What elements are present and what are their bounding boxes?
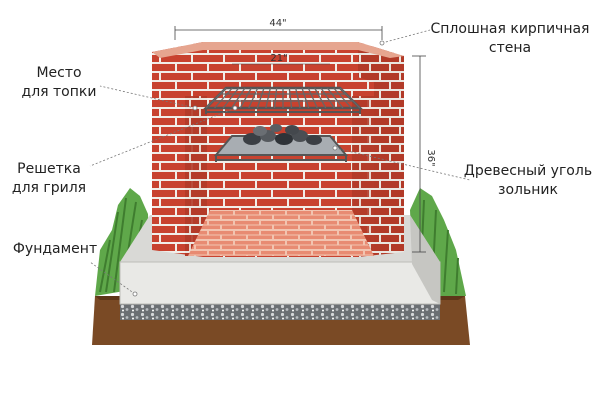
leader-charcoal [334, 147, 471, 181]
grate-bar [231, 87, 246, 109]
chamber-floor [188, 210, 374, 256]
width-dimension: 44" [174, 18, 383, 40]
grate-bar [273, 87, 278, 109]
grate-bar [295, 87, 301, 109]
brick-wall-label: Сплошная кирпичная стена [430, 21, 590, 56]
charcoal-pile [243, 124, 322, 145]
charcoal-label: Древесный уголь зольник [463, 163, 593, 198]
grate-bar [333, 87, 352, 109]
grate-bar [205, 87, 227, 109]
grate-bar [314, 87, 327, 109]
foundation-label: Фундамент [12, 241, 98, 257]
gravel-layer [120, 303, 440, 320]
grate-bar [214, 87, 233, 109]
grill-grate-label: Решетка для гриля [11, 161, 87, 196]
firebox-label: Место для топки [21, 65, 97, 100]
inner-width-label: 21" [270, 53, 287, 64]
charcoal-tray [213, 124, 349, 162]
height-dimension: 36" [412, 55, 436, 253]
grate-bar [301, 87, 310, 109]
grate-bar [265, 87, 271, 109]
grate-bar [248, 87, 259, 109]
grate-bar [307, 87, 318, 109]
grill-grate [202, 86, 364, 114]
grate-bar [339, 87, 361, 109]
grate-bar [326, 87, 344, 109]
foundation-front [119, 261, 441, 305]
leader-foundation [89, 261, 136, 295]
grate-bar [256, 87, 265, 109]
grate-bar [222, 87, 240, 109]
inner-width-dimension: 21" [232, 53, 330, 65]
foundation-side [410, 215, 440, 304]
height-label: 36" [425, 149, 436, 166]
leader-firebox [99, 85, 196, 109]
grate-bar [239, 87, 252, 109]
width-label: 44" [269, 18, 286, 29]
grate-bar [320, 87, 335, 109]
leader-brick-wall [381, 29, 431, 44]
grate-bar [288, 87, 293, 109]
